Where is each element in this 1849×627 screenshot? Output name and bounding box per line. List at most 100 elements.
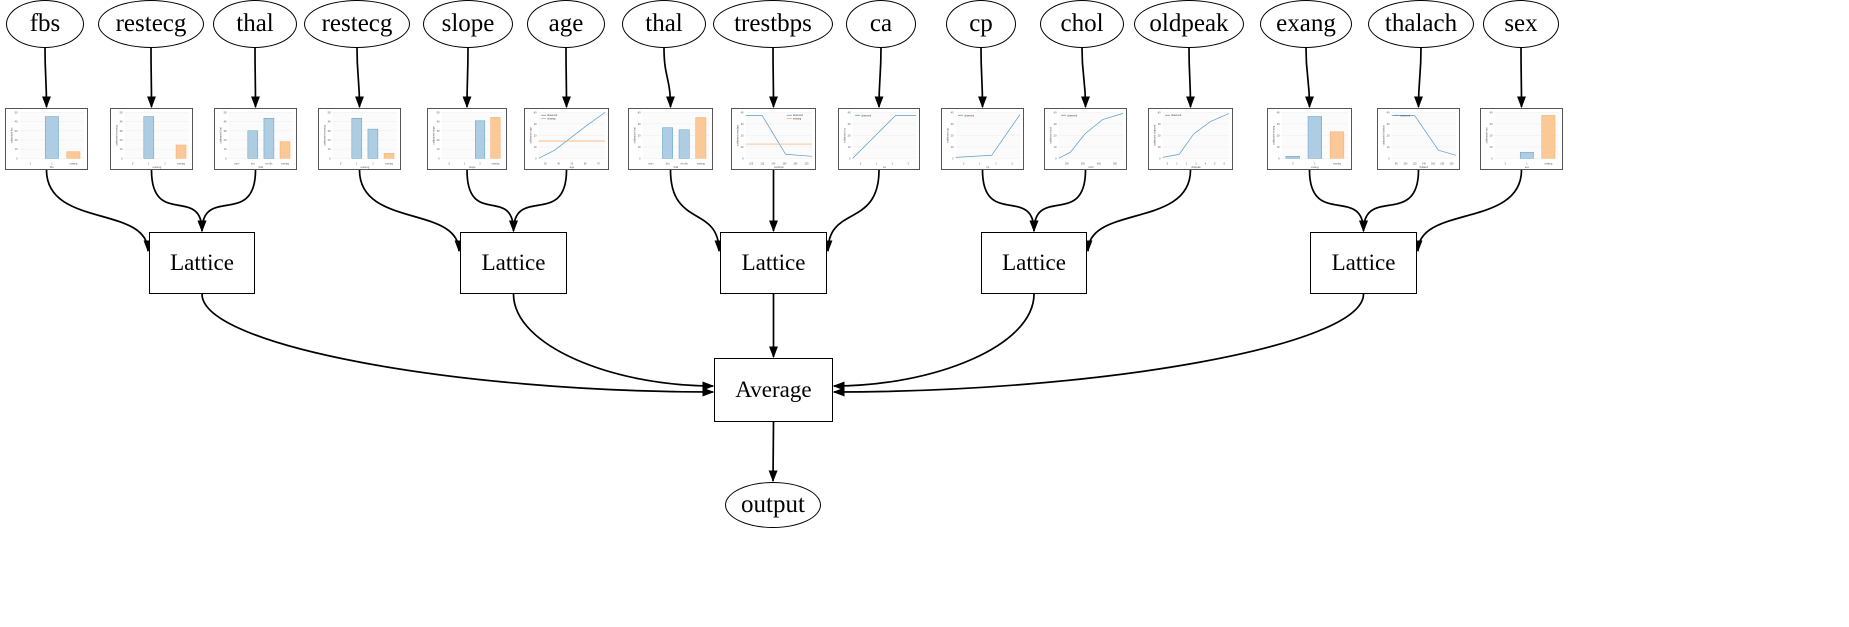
svg-text:20: 20 xyxy=(638,134,641,137)
svg-text:0: 0 xyxy=(952,157,954,160)
svg-text:thal: thal xyxy=(674,165,679,169)
svg-text:30: 30 xyxy=(534,123,537,126)
input-node-sex-14[interactable]: sex xyxy=(1483,0,1559,48)
edge-input-sex-to-plot xyxy=(1516,47,1527,109)
svg-text:20: 20 xyxy=(1158,134,1161,137)
input-node-label: slope xyxy=(441,10,495,37)
svg-text:20: 20 xyxy=(1277,134,1280,137)
edge-input-thal-to-plot xyxy=(250,47,261,109)
svg-text:ca: ca xyxy=(883,166,886,169)
svg-text:10: 10 xyxy=(224,148,227,151)
svg-text:0: 0 xyxy=(639,157,641,160)
input-node-thalach-13[interactable]: thalach xyxy=(1368,0,1474,48)
svg-text:5: 5 xyxy=(1214,164,1216,166)
svg-text:exang: exang xyxy=(1311,166,1319,169)
svg-text:30: 30 xyxy=(544,164,547,166)
svg-text:observed: observed xyxy=(964,114,975,117)
input-node-age-5[interactable]: age xyxy=(527,0,605,48)
svg-text:observed: observed xyxy=(1400,114,1411,117)
lattice-node-0[interactable]: Lattice xyxy=(149,232,255,294)
svg-text:thalach: thalach xyxy=(1419,165,1428,169)
svg-text:40: 40 xyxy=(224,121,227,124)
svg-text:30: 30 xyxy=(224,130,227,133)
input-node-chol-10[interactable]: chol xyxy=(1040,0,1124,48)
svg-text:30: 30 xyxy=(1158,123,1161,126)
input-node-slope-4[interactable]: slope xyxy=(423,0,513,48)
edge-plot-to-lattice xyxy=(1308,169,1369,233)
svg-text:calibrated trestbps: calibrated trestbps xyxy=(735,124,739,146)
lattice-node-3[interactable]: Lattice xyxy=(981,232,1087,294)
input-node-thal-6[interactable]: thal xyxy=(622,0,706,48)
input-node-fbs-0[interactable]: fbs xyxy=(6,0,84,48)
input-node-cp-9[interactable]: cp xyxy=(946,0,1016,48)
lattice-node-4[interactable]: Lattice xyxy=(1310,232,1417,294)
svg-text:10: 10 xyxy=(328,148,331,151)
edge-plot-to-lattice xyxy=(358,169,464,253)
input-node-label: exang xyxy=(1276,10,1336,37)
lattice-node-label: Lattice xyxy=(170,250,234,275)
svg-text:20: 20 xyxy=(437,139,440,142)
svg-text:fbs: fbs xyxy=(50,165,54,169)
svg-text:160: 160 xyxy=(782,164,787,166)
svg-text:fixd: fixd xyxy=(666,164,670,166)
svg-text:30: 30 xyxy=(848,123,851,126)
svg-text:1: 1 xyxy=(979,164,981,166)
svg-text:observed: observed xyxy=(1171,114,1182,117)
svg-text:1: 1 xyxy=(148,164,150,166)
svg-text:400: 400 xyxy=(1097,164,1102,166)
svg-text:20: 20 xyxy=(848,134,851,137)
svg-text:200: 200 xyxy=(1065,164,1070,166)
svg-text:0: 0 xyxy=(449,164,451,166)
edge-plot-to-lattice xyxy=(466,169,519,233)
svg-text:missing: missing xyxy=(69,164,78,166)
edge-lattice-to-average xyxy=(832,293,1035,391)
edge-average-to-output xyxy=(768,421,778,483)
input-node-trestbps-7[interactable]: trestbps xyxy=(713,0,833,48)
svg-text:0: 0 xyxy=(849,157,851,160)
input-node-thal-2[interactable]: thal xyxy=(213,0,297,48)
svg-text:20: 20 xyxy=(741,134,744,137)
svg-text:40: 40 xyxy=(1054,111,1057,114)
svg-text:100: 100 xyxy=(1404,164,1409,166)
svg-text:0: 0 xyxy=(1167,164,1169,166)
edge-plot-to-lattice xyxy=(1358,169,1420,233)
edge-input-chol-to-plot xyxy=(1080,47,1091,109)
svg-text:500: 500 xyxy=(1113,164,1118,166)
svg-text:rev-dfc: rev-dfc xyxy=(265,163,273,166)
svg-text:40: 40 xyxy=(951,111,954,114)
svg-text:calibrated thal: calibrated thal xyxy=(218,127,222,144)
output-node[interactable]: output xyxy=(725,482,821,528)
svg-text:20: 20 xyxy=(1054,134,1057,137)
svg-text:50: 50 xyxy=(571,164,574,166)
output-node-label: output xyxy=(741,491,805,518)
input-node-ca-8[interactable]: ca xyxy=(846,0,916,48)
edge-plot-to-lattice xyxy=(508,169,568,233)
svg-text:observed: observed xyxy=(1067,114,1078,117)
input-node-oldpeak-11[interactable]: oldpeak xyxy=(1134,0,1244,48)
edge-lattice-to-average xyxy=(512,293,715,391)
input-node-restecg-3[interactable]: restecg xyxy=(304,0,410,48)
svg-text:0: 0 xyxy=(16,157,18,160)
average-node[interactable]: Average xyxy=(714,358,833,422)
input-node-restecg-1[interactable]: restecg xyxy=(98,0,204,48)
svg-text:age: age xyxy=(570,166,575,169)
svg-text:missing: missing xyxy=(1333,164,1342,166)
input-node-exang-12[interactable]: exang xyxy=(1260,0,1352,48)
svg-text:40: 40 xyxy=(328,121,331,124)
input-node-label: oldpeak xyxy=(1149,10,1229,37)
svg-text:3: 3 xyxy=(1195,164,1197,166)
svg-text:1: 1 xyxy=(1176,164,1178,166)
svg-text:50: 50 xyxy=(224,111,227,114)
edge-plot-to-lattice xyxy=(823,169,880,253)
lattice-node-2[interactable]: Lattice xyxy=(720,232,827,294)
svg-text:missing: missing xyxy=(281,164,290,166)
lattice-node-1[interactable]: Lattice xyxy=(460,232,567,294)
svg-text:40: 40 xyxy=(15,121,18,124)
svg-text:thal: thal xyxy=(259,165,264,169)
svg-text:calibrated cp: calibrated cp xyxy=(945,127,949,142)
